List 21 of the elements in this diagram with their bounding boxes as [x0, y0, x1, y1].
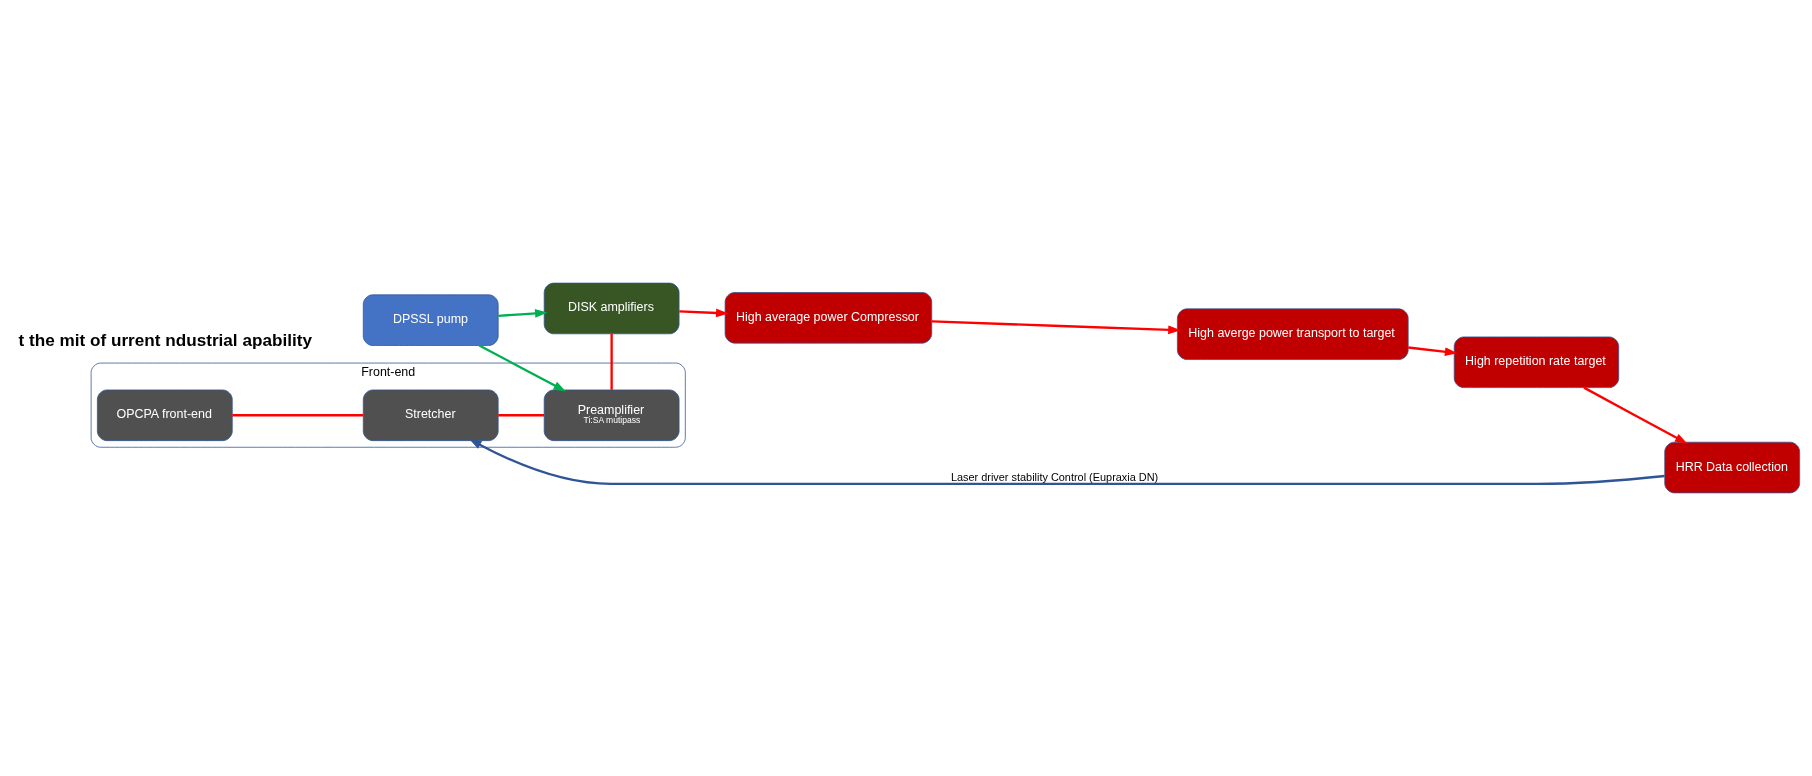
arrow	[1408, 346, 1458, 357]
connector	[232, 414, 364, 417]
arrow	[1583, 386, 1688, 444]
node-box: Preamplifier Ti:SA mutipass	[543, 389, 680, 442]
node-box: DISK amplifiers	[543, 282, 680, 335]
arrow	[469, 438, 1665, 486]
node-box: Stretcher	[362, 389, 499, 442]
connector	[610, 333, 613, 390]
connector	[498, 414, 544, 417]
node-box: High average power Compressor	[724, 292, 933, 344]
arrow	[478, 344, 566, 392]
node-box: High repetition rate target	[1453, 336, 1620, 388]
edge-label: Laser driver stability Control (Eupraxia DN)	[950, 470, 1159, 483]
node-box: High averge power transport to target	[1176, 308, 1409, 360]
arrow	[931, 320, 1181, 335]
node-box: OPCPA front-end	[96, 389, 233, 442]
arrow	[679, 308, 729, 318]
node-box: DPSSL pump	[362, 294, 499, 346]
arrow	[498, 309, 548, 318]
label: t the mit of urrent ndustrial apability	[18, 330, 312, 351]
node-box: HRR Data collection	[1664, 441, 1801, 494]
